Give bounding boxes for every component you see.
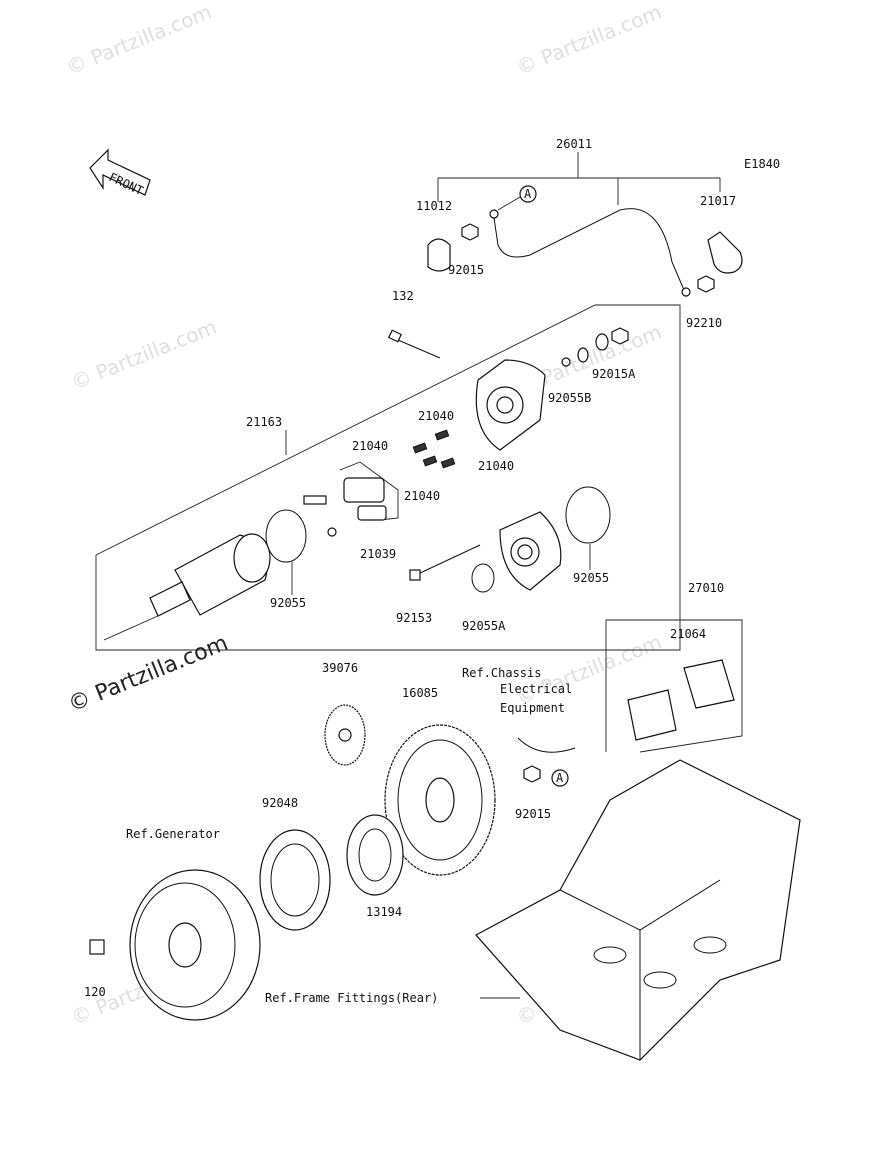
part-label-120: 120 bbox=[84, 985, 106, 999]
part-label-92055B: 92055B bbox=[548, 391, 591, 405]
part-label-92153: 92153 bbox=[396, 611, 432, 625]
part-label-27010: 27010 bbox=[688, 581, 724, 595]
part-label-21040: 21040 bbox=[404, 489, 440, 503]
part-label-21017: 21017 bbox=[700, 194, 736, 208]
bracket-26011: 26011 bbox=[437, 137, 721, 205]
part-label-21064: 21064 bbox=[670, 627, 706, 641]
starter-motor-box: 21163 bbox=[95, 304, 681, 651]
part-label-21163: 21163 bbox=[246, 415, 282, 429]
diagram-code: E1840 bbox=[744, 157, 780, 171]
part-label-13194: 13194 bbox=[366, 905, 402, 919]
starter-clutch-gear: 16085 bbox=[384, 686, 496, 876]
part-label-21040: 21040 bbox=[418, 409, 454, 423]
part-label-21039: 21039 bbox=[360, 547, 396, 561]
part-label-26011: 26011 bbox=[556, 137, 592, 151]
part-label-92015: 92015 bbox=[448, 263, 484, 277]
part-label-16085: 16085 bbox=[402, 686, 438, 700]
part-label-92055: 92055 bbox=[573, 571, 609, 585]
watermark-main: © Partzilla.com bbox=[65, 631, 232, 718]
watermark-text: © Partzilla.com bbox=[68, 315, 220, 395]
part-label-92210: 92210 bbox=[686, 316, 722, 330]
part-label-11012: 11012 bbox=[416, 199, 452, 213]
frame-fitting-rear: Ref.Frame Fittings(Rear) bbox=[265, 759, 801, 1061]
part-label-92015A: 92015A bbox=[592, 367, 636, 381]
part-label-92048: 92048 bbox=[262, 796, 298, 810]
starter-yoke: 92055 bbox=[103, 509, 307, 641]
part-label-92055A: 92055A bbox=[462, 619, 506, 633]
part-label-92015: 92015 bbox=[515, 807, 551, 821]
front-arrow-icon: FRONT bbox=[89, 148, 151, 198]
callout-a-label: A bbox=[524, 187, 532, 201]
brush-assembly: 21040 21040 21040 21040 21039 bbox=[303, 409, 514, 561]
callout-a-label: A bbox=[556, 771, 564, 785]
callout-a-icon bbox=[519, 185, 537, 203]
watermark-text: © Partzilla.com bbox=[513, 0, 665, 80]
starter-cable: 11012 92015 A 21017 92210 bbox=[416, 185, 743, 330]
bearing-92048: 92048 bbox=[259, 796, 331, 931]
idle-gear: 39076 bbox=[322, 661, 366, 766]
starter-front-cover: 92153 92055A 92055 bbox=[396, 486, 611, 633]
ref-chassis-line2: Electrical bbox=[500, 682, 572, 696]
one-way-clutch: 13194 bbox=[346, 814, 404, 919]
part-label-39076: 39076 bbox=[322, 661, 358, 675]
ref-chassis-line3: Equipment bbox=[500, 701, 565, 715]
generator-rotor: Ref.Generator 120 bbox=[84, 827, 261, 1021]
starter-end-cover: 132 92015A 92055B bbox=[387, 289, 636, 451]
part-label-21040: 21040 bbox=[352, 439, 388, 453]
part-label-92055: 92055 bbox=[270, 596, 306, 610]
part-label-21040: 21040 bbox=[478, 459, 514, 473]
starter-relay: 27010 21064 Ref.Chassis Electrical Equip… bbox=[462, 581, 743, 821]
ref-generator: Ref.Generator bbox=[126, 827, 220, 841]
ref-chassis-line1: Ref.Chassis bbox=[462, 666, 541, 680]
ref-frame-fittings: Ref.Frame Fittings(Rear) bbox=[265, 991, 438, 1005]
part-label-132: 132 bbox=[392, 289, 414, 303]
watermark-text: © Partzilla.com bbox=[63, 0, 215, 80]
